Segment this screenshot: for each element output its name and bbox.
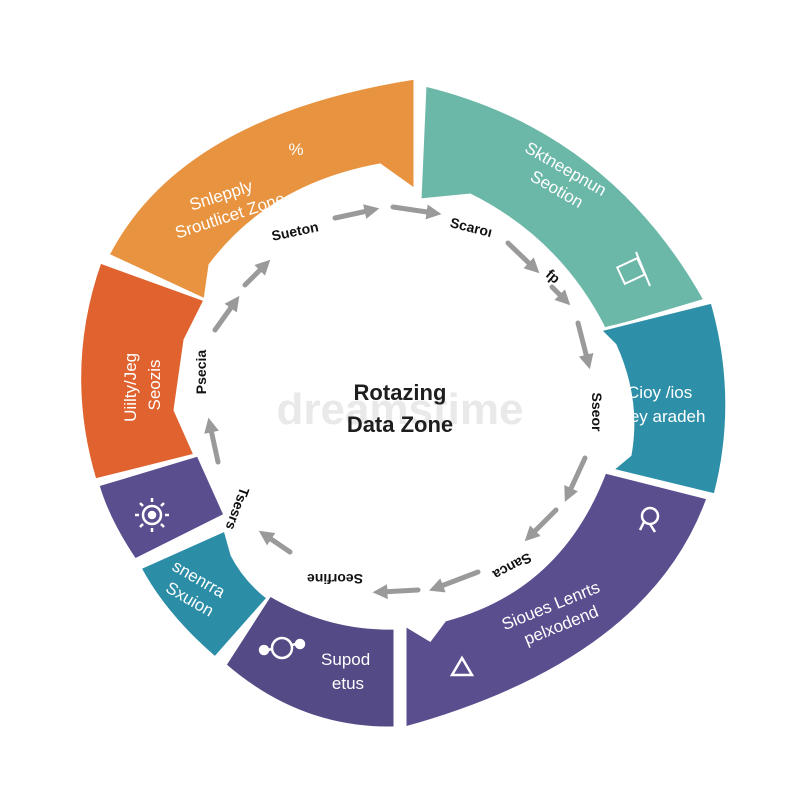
segment-purple-large [403,470,710,730]
inner-arrow [258,530,293,555]
segment-teal-blue-label: Cioy /ios Sey aradeh [619,383,706,426]
inner-arrow [564,455,588,502]
segment-orange [105,76,417,303]
segment-purple-bottom-label: Supod etus [321,650,375,693]
inner-arrow [242,259,271,288]
segment-purple-bottom [223,592,397,730]
inner-arrow [204,417,221,465]
inner-arrows [204,204,594,600]
inner-label-top: Scaroı [449,214,494,240]
svg-text:Supod etus: Supod etus [321,650,375,693]
segment-teal-blue [597,300,729,497]
inner-label-bottom-left: Tsesrs [223,485,253,532]
svg-text:Uiilty/Jeg Seozis: Uiilty/Jeg Seozis [121,348,164,422]
center-title-line1: Rotazing [354,380,447,405]
inner-arrow [575,320,594,370]
watermark: dreamstime [276,385,523,434]
gear-icon [135,498,169,532]
center-title-line2: Data Zone [347,412,453,437]
segment-red-orange [78,260,208,482]
segment-purple-small [96,453,227,562]
warning-triangle-icon [449,655,475,677]
inner-label-right: Sseor [589,393,605,432]
network-icon [258,636,306,660]
svg-text:Cioy /ios Sey aradeh: Cioy /ios Sey aradeh [619,383,706,426]
inner-label-top-left: Sueton [270,218,320,244]
inner-arrow [549,284,571,306]
percent-icon: % [288,140,303,159]
segment-red-orange-label: Uiilty/Jeg Seozis [121,348,164,422]
document-icon [615,251,651,287]
inner-label-left: Psecia [193,350,209,395]
inner-arrow [428,569,481,593]
bug-icon [638,506,660,533]
inner-label-top-right: fp [543,266,563,287]
inner-arrow [390,204,442,220]
segment-teal-green [418,83,708,332]
inner-arrow [212,295,240,333]
inner-arrow [524,507,559,542]
inner-label-bottom-right: Sanca [490,550,534,584]
inner-arrow [332,204,380,221]
segment-teal-small [137,527,271,661]
inner-arrow [372,584,421,600]
inner-label-bottom: Seorfine [307,571,363,587]
inner-arrow [505,240,540,274]
